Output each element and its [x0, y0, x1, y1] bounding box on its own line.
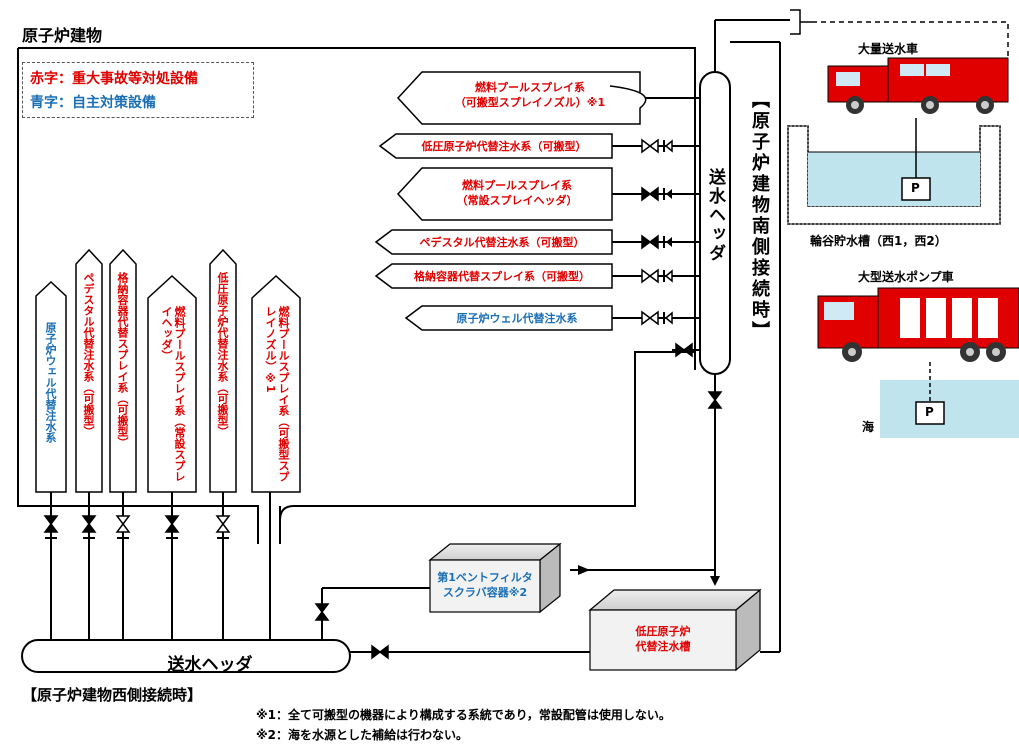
pump-icon-reservoir: P: [911, 181, 920, 195]
target-r6-label: 原子炉ウェル代替注水系: [456, 312, 578, 325]
target-l4: [147, 274, 197, 493]
right-valves: [641, 138, 693, 358]
target-l5: [209, 248, 237, 493]
bottom-header: [21, 639, 351, 673]
left-valves: [43, 515, 231, 539]
sea-label: 海: [862, 420, 875, 434]
south-connection-label: 【原子炉建物南側接続時】: [749, 90, 770, 342]
truck-large-pump: [817, 287, 1019, 362]
sea-area: [880, 380, 1019, 438]
vent-filter-box: [428, 542, 562, 614]
reservoir-label: 輪谷貯水槽（西1，西2）: [810, 234, 947, 248]
truck-large-volume: [827, 57, 1009, 114]
target-r4-label: ペデスタル代替注水系（可搬型）: [419, 236, 585, 249]
legend-blue: 青字：自主対策設備: [30, 95, 156, 111]
target-r3-label: 燃料プールスプレイ系（常設スプレイヘッダ）: [456, 179, 578, 207]
target-r6: [404, 305, 613, 331]
bottom-header-label: 送水ヘッダ: [167, 655, 253, 675]
tank-label: 低圧原子炉代替注水槽: [635, 625, 691, 653]
target-l4-label: 燃料プールスプレイ系（常設スプレイヘッダ）: [160, 306, 186, 482]
left-branches: [50, 492, 271, 640]
building-title: 原子炉建物: [22, 26, 103, 45]
note-2: ※2：海を水源とした補給は行わない。: [256, 728, 469, 742]
truck1-label: 大量送水車: [858, 42, 919, 56]
right-target-shapes: [374, 71, 647, 331]
target-r2-label: 低圧原子炉代替注水系（可搬型）: [421, 140, 587, 153]
tank-box: [588, 588, 762, 672]
pump-icon-sea: P: [925, 405, 934, 419]
reservoir: [787, 118, 1001, 225]
target-l1: [35, 280, 67, 493]
target-l3: [109, 248, 137, 493]
note-1: ※1：全て可搬型の機器により構成する系統であり，常設配管は使用しない。: [256, 708, 671, 722]
legend-red: 赤字：重大事故等対処設備: [30, 71, 198, 87]
target-r4: [374, 229, 613, 255]
target-r5-label: 格納容器代替スプレイ系（可搬型）: [414, 270, 590, 283]
vent-filter-label: 第1ベントフィルタスクラバ容器※2: [437, 571, 533, 599]
vertical-header-label: 送水ヘッダ: [705, 168, 725, 263]
target-l1-label: 原子炉ウェル代替注水系: [44, 322, 57, 443]
target-r2: [378, 133, 613, 159]
target-l3-label: 格納容器代替スプレイ系（可搬型）: [116, 272, 129, 448]
target-r1-label: 燃料プールスプレイ系（可搬型スプレイノズル）※1: [454, 81, 606, 109]
legend-box: [22, 62, 254, 118]
truck2-label: 大型送水ポンプ車: [858, 270, 954, 284]
target-r5: [374, 263, 613, 289]
target-l6: [251, 274, 301, 493]
reactor-building-outline: [18, 47, 696, 90]
left-target-shapes: [35, 248, 301, 493]
target-l2-label: ペデスタル代替注水系（可搬型）: [82, 272, 95, 437]
target-r3: [396, 167, 613, 221]
target-l5-label: 低圧原子炉代替注水系（可搬型）: [216, 272, 229, 437]
target-l6-label: 燃料プールスプレイ系（可搬型スプレイノズル）※1: [264, 306, 290, 482]
target-l2: [75, 248, 103, 493]
right-branches: [612, 97, 700, 351]
west-connection-label: 【原子炉建物西側接続時】: [22, 686, 203, 704]
